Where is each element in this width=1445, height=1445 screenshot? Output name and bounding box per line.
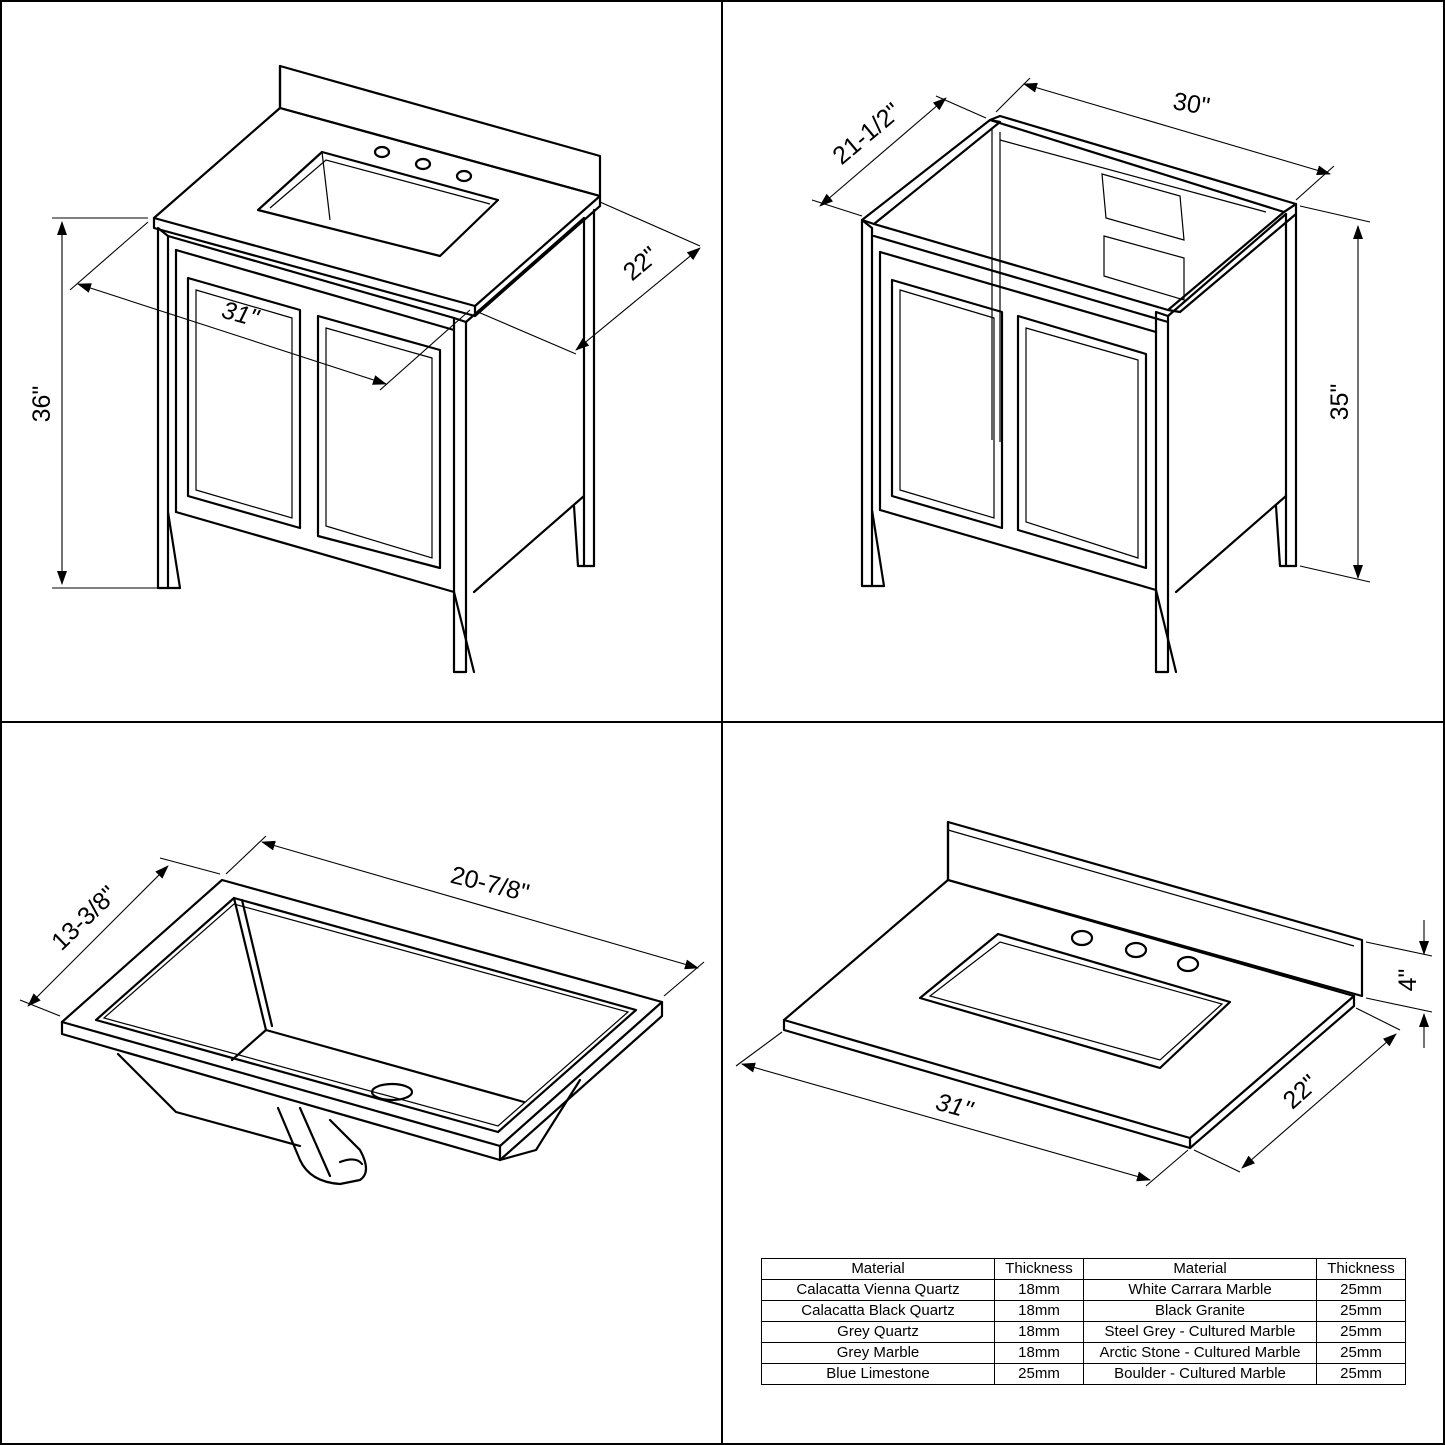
material-cell: Grey Marble — [761, 1342, 995, 1364]
vanity-base-height-label: 35" — [1326, 384, 1354, 421]
vanity-with-top-width-label: 31" — [219, 296, 263, 333]
thickness-cell: 18mm — [994, 1279, 1084, 1301]
sink-bowl-width-label: 20-7/8" — [448, 861, 532, 907]
header-thickness-2: Thickness — [1316, 1258, 1406, 1280]
material-cell: Arctic Stone - Cultured Marble — [1083, 1342, 1317, 1364]
header-material-1: Material — [761, 1258, 995, 1280]
material-cell: Grey Quartz — [761, 1321, 995, 1343]
material-cell: Calacatta Vienna Quartz — [761, 1279, 995, 1301]
thickness-cell: 25mm — [994, 1363, 1084, 1385]
vanity-base-width-label: 30" — [1171, 87, 1212, 121]
thickness-cell: 18mm — [994, 1342, 1084, 1364]
material-cell: White Carrara Marble — [1083, 1279, 1317, 1301]
thickness-cell: 18mm — [994, 1300, 1084, 1322]
countertop-backsplash-label: 4" — [1394, 969, 1422, 992]
table-row: Blue Limestone 25mm Boulder - Cultured M… — [761, 1363, 1406, 1385]
material-cell: Boulder - Cultured Marble — [1083, 1363, 1317, 1385]
thickness-cell: 25mm — [1316, 1279, 1406, 1301]
materials-table: Material Thickness Material Thickness Ca… — [761, 1258, 1406, 1385]
table-row: Grey Marble 18mm Arctic Stone - Cultured… — [761, 1342, 1406, 1364]
table-row: Calacatta Black Quartz 18mm Black Granit… — [761, 1300, 1406, 1322]
material-cell: Black Granite — [1083, 1300, 1317, 1322]
header-thickness-1: Thickness — [994, 1258, 1084, 1280]
countertop-width-label: 31" — [933, 1088, 977, 1125]
material-cell: Blue Limestone — [761, 1363, 995, 1385]
table-row: Calacatta Vienna Quartz 18mm White Carra… — [761, 1279, 1406, 1301]
table-row: Grey Quartz 18mm Steel Grey - Cultured M… — [761, 1321, 1406, 1343]
thickness-cell: 25mm — [1316, 1363, 1406, 1385]
vanity-with-top-height-label: 36" — [28, 386, 56, 423]
vanity-with-top-depth-label: 22" — [618, 241, 664, 286]
thickness-cell: 18mm — [994, 1321, 1084, 1343]
vanity-base-drawing — [811, 77, 1371, 674]
table-header-row: Material Thickness Material Thickness — [761, 1258, 1406, 1280]
vanity-with-top-drawing — [52, 64, 701, 674]
header-material-2: Material — [1083, 1258, 1317, 1280]
sink-bowl-drawing — [19, 835, 705, 1186]
countertop-drawing — [735, 820, 1433, 1187]
sink-bowl-depth-label: 13-3/8" — [46, 880, 123, 956]
material-cell: Steel Grey - Cultured Marble — [1083, 1321, 1317, 1343]
thickness-cell: 25mm — [1316, 1300, 1406, 1322]
vanity-base-depth-label: 21-1/2" — [827, 98, 906, 171]
countertop-depth-label: 22" — [1278, 1069, 1324, 1114]
thickness-cell: 25mm — [1316, 1342, 1406, 1364]
material-cell: Calacatta Black Quartz — [761, 1300, 995, 1322]
thickness-cell: 25mm — [1316, 1321, 1406, 1343]
